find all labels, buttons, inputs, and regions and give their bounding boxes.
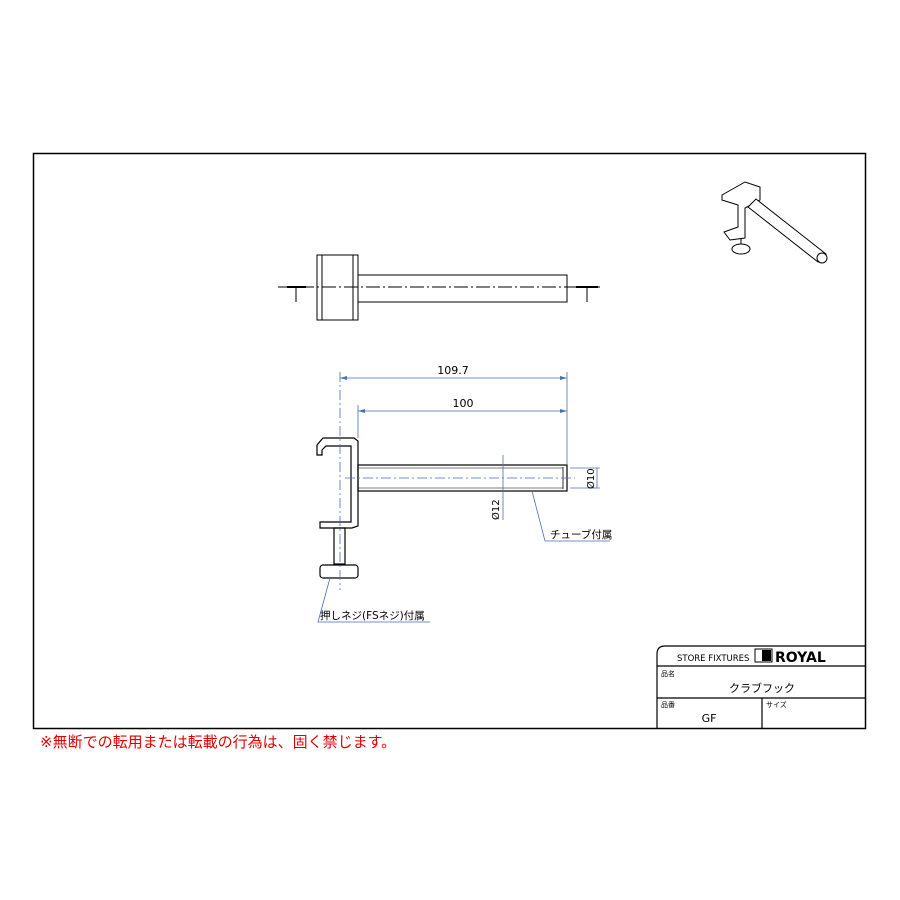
product-name-label: 品名 <box>661 669 675 678</box>
product-code-label: 品番 <box>661 701 675 709</box>
product-code: GF <box>702 712 717 725</box>
product-name: クラブフック <box>729 681 795 695</box>
company-label: STORE FIXTURES <box>677 654 749 664</box>
svg-text:ROYAL: ROYAL <box>775 650 826 666</box>
tube-leader <box>531 490 610 542</box>
dimensions <box>317 372 610 623</box>
drawing-frame <box>32 152 867 730</box>
dimension-arrows <box>340 376 567 413</box>
section-marker-left <box>287 286 306 302</box>
top-view <box>278 254 602 321</box>
section-marker-right <box>576 286 598 302</box>
push-screw-shaft <box>333 527 346 565</box>
clamp-body <box>316 437 359 529</box>
dim-d10: Ø10 <box>585 468 597 489</box>
dim-109-7: 109.7 <box>437 364 469 377</box>
push-screw-knob <box>319 564 359 579</box>
screw-note: 押しネジ(FSネジ)付属 <box>320 609 425 622</box>
copyright-notice: ※無断での転用または転載の行為は、固く禁じます。 <box>40 733 397 751</box>
isometric-view <box>721 181 828 264</box>
royal-logo: ROYAL <box>754 648 826 666</box>
tube-note: チューブ付属 <box>550 528 612 541</box>
front-view <box>316 437 568 579</box>
tube-top <box>357 274 568 303</box>
title-block <box>656 645 866 729</box>
size-label: サイズ <box>766 700 787 709</box>
dim-d12: Ø12 <box>490 499 502 520</box>
screw-leader <box>317 577 430 623</box>
dim-100: 100 <box>453 397 474 410</box>
